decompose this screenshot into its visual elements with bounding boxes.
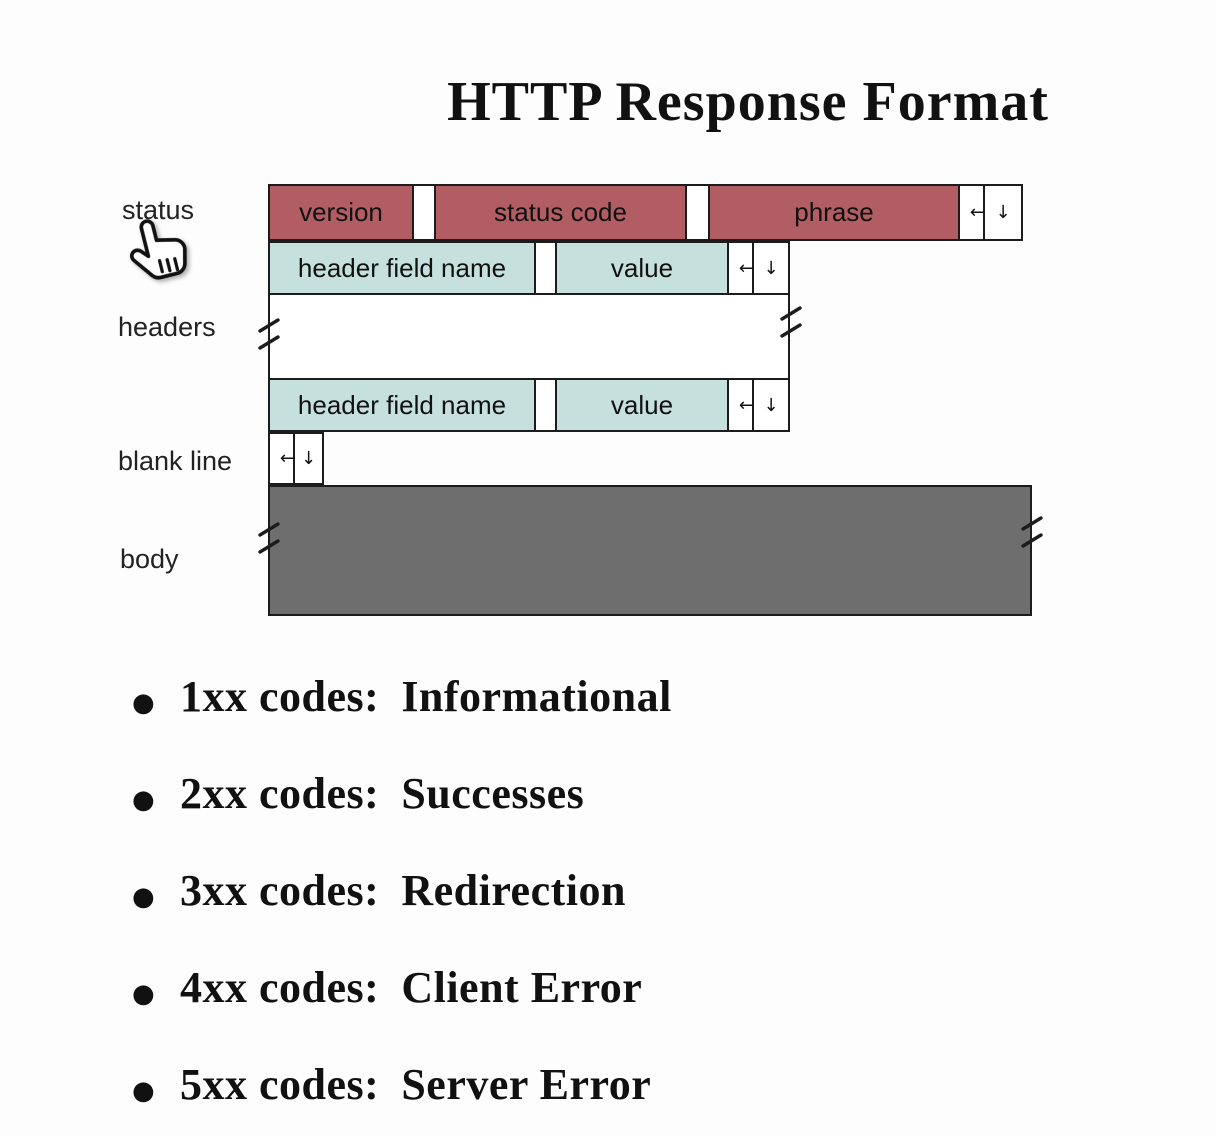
header-field-name-cell: header field name xyxy=(270,380,536,430)
line-feed-cell: ↓ xyxy=(754,243,788,293)
code-range: 1xx codes: xyxy=(180,672,380,721)
code-meaning: Successes xyxy=(401,769,585,818)
headers-continuation-box xyxy=(268,295,790,378)
header-line-row: header field name value ← ↓ xyxy=(268,378,790,432)
carriage-return-cell: ← xyxy=(270,434,295,483)
list-item: ● 2xx codes: Successes xyxy=(132,769,672,825)
spacer-cell xyxy=(536,380,557,430)
label-status: status xyxy=(122,195,195,225)
break-mark-icon xyxy=(1020,512,1044,554)
code-meaning: Informational xyxy=(401,672,672,721)
code-range: 3xx codes: xyxy=(180,866,380,915)
page-title: HTTP Response Format xyxy=(447,71,1049,133)
line-feed-icon: ↓ xyxy=(300,448,317,469)
bullet-icon: ● xyxy=(132,882,156,912)
carriage-return-cell: ← xyxy=(729,243,754,293)
break-mark-icon xyxy=(257,314,281,356)
bullet-icon: ● xyxy=(132,979,156,1009)
header-line-row: header field name value ← ↓ xyxy=(268,241,790,295)
break-mark-icon xyxy=(779,302,803,344)
list-item: ● 5xx codes: Server Error xyxy=(132,1060,672,1116)
carriage-return-cell: ← xyxy=(729,380,754,430)
code-range: 2xx codes: xyxy=(180,769,380,818)
bullet-icon: ● xyxy=(132,1076,156,1106)
bullet-icon: ● xyxy=(132,785,156,815)
label-body: body xyxy=(120,544,179,574)
line-feed-icon: ↓ xyxy=(995,202,1011,223)
blank-line-row: ← ↓ xyxy=(268,432,324,485)
spacer-cell xyxy=(687,186,710,239)
spacer-cell xyxy=(536,243,557,293)
status-code-list: ● 1xx codes: Informational ● 2xx codes: … xyxy=(132,672,672,1136)
hand-cursor-icon xyxy=(118,209,200,297)
line-feed-cell: ↓ xyxy=(985,186,1021,239)
line-feed-cell: ↓ xyxy=(295,434,322,483)
bullet-icon: ● xyxy=(132,688,156,718)
carriage-return-icon: ← xyxy=(969,202,985,223)
carriage-return-cell: ← xyxy=(960,186,985,239)
spacer-cell xyxy=(414,186,436,239)
header-value-cell: value xyxy=(557,380,729,430)
break-mark-icon xyxy=(257,518,281,560)
line-feed-cell: ↓ xyxy=(754,380,788,430)
code-range: 4xx codes: xyxy=(180,963,380,1012)
carriage-return-icon: ← xyxy=(279,448,295,469)
version-cell: version xyxy=(270,186,414,239)
list-item: ● 3xx codes: Redirection xyxy=(132,866,672,922)
body-box xyxy=(268,485,1032,616)
label-blank-line: blank line xyxy=(118,446,233,476)
line-feed-icon: ↓ xyxy=(763,394,779,416)
list-item: ● 1xx codes: Informational xyxy=(132,672,672,728)
status-line-row: version status code phrase ← ↓ xyxy=(268,184,1023,241)
header-field-name-cell: header field name xyxy=(270,243,536,293)
list-item: ● 4xx codes: Client Error xyxy=(132,963,672,1019)
code-meaning: Redirection xyxy=(401,866,626,915)
code-range: 5xx codes: xyxy=(180,1060,380,1109)
header-value-cell: value xyxy=(557,243,729,293)
label-headers: headers xyxy=(118,312,216,342)
line-feed-icon: ↓ xyxy=(763,257,779,279)
phrase-cell: phrase xyxy=(710,186,960,239)
status-code-cell: status code xyxy=(436,186,687,239)
carriage-return-icon: ← xyxy=(738,257,754,279)
code-meaning: Client Error xyxy=(401,963,643,1012)
code-meaning: Server Error xyxy=(401,1060,652,1109)
carriage-return-icon: ← xyxy=(738,394,754,416)
